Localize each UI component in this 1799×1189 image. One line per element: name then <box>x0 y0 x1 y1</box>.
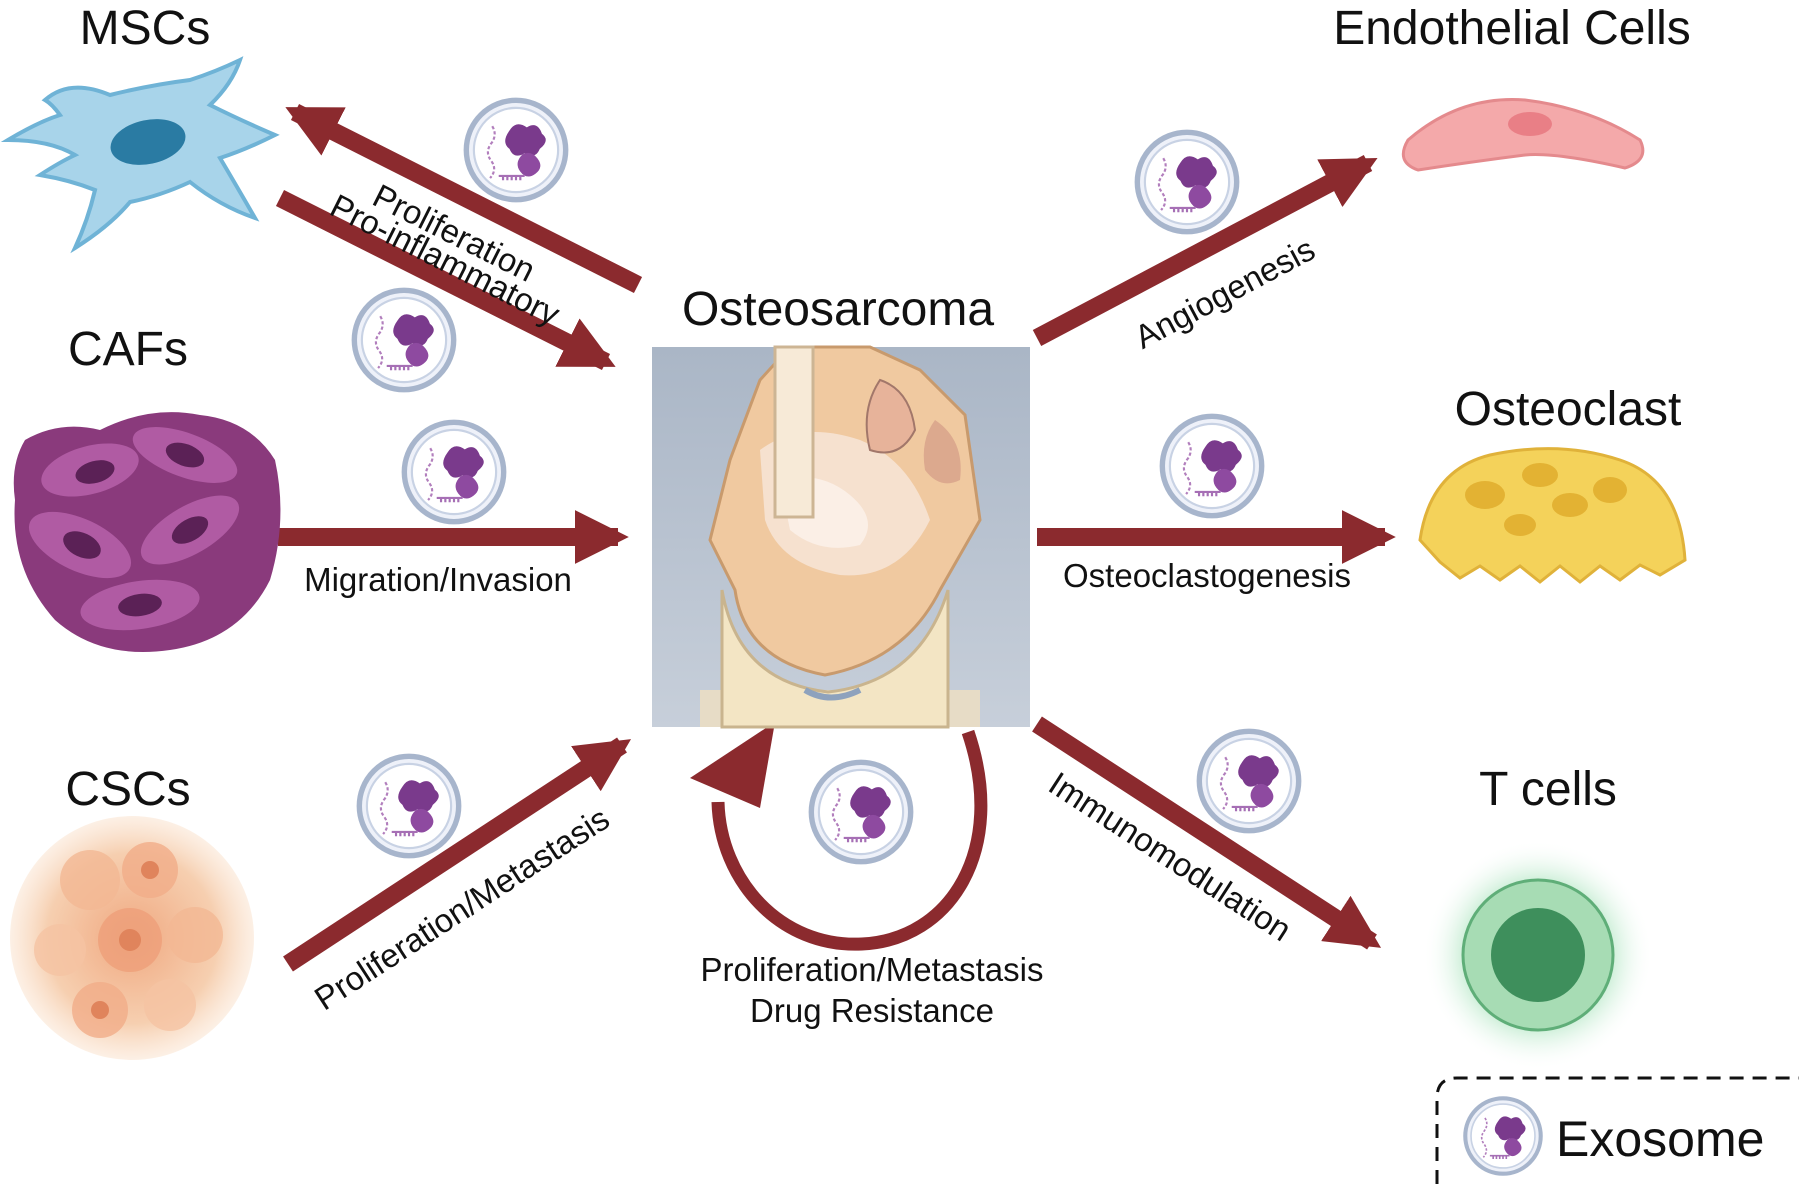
exosome-icon <box>811 762 910 861</box>
arrow-osteosarcoma-to-tcells <box>1032 716 1382 950</box>
csc-effect-label: Proliferation/Metastasis <box>308 799 616 1017</box>
arrows <box>275 103 1396 972</box>
cscs-cell <box>10 816 254 1060</box>
exosome-icon <box>359 756 458 855</box>
legend: Exosome <box>1435 1076 1799 1184</box>
self-effect-label-2: Drug Resistance <box>750 992 994 1029</box>
legend-label: Exosome <box>1556 1111 1764 1167</box>
arrow-cscs-to-osteosarcoma <box>283 737 632 972</box>
exosome-icon <box>1199 731 1298 830</box>
tcells-label: T cells <box>1479 763 1617 816</box>
arrow-self-loop <box>711 729 988 951</box>
exosome-icon <box>466 100 565 199</box>
arrow-self-loop-head <box>690 722 775 808</box>
arrow-osteosarcoma-to-mscs <box>285 103 643 294</box>
osteosarcoma-title: Osteosarcoma <box>682 283 994 336</box>
exosome-icon <box>1162 416 1261 515</box>
osteoclast-cell <box>1418 447 1687 584</box>
exosome-icon <box>1465 1098 1540 1173</box>
endothelial-cell <box>1401 98 1645 172</box>
arrow-mscs-to-osteosarcoma <box>275 189 616 371</box>
endothelial-label: Endothelial Cells <box>1333 2 1691 55</box>
osteosarcoma-image <box>652 345 1030 729</box>
osteoclastogenesis-label: Osteoclastogenesis <box>1063 557 1351 594</box>
msc-cell <box>0 56 280 254</box>
cafs-cell <box>13 412 281 652</box>
exosome-icon <box>404 422 503 521</box>
mscs-label: MSCs <box>80 2 211 55</box>
arrow-osteosarcoma-to-endothelial <box>1032 155 1378 346</box>
exosome-icon <box>1137 132 1236 231</box>
migration-label: Migration/Invasion <box>304 561 572 598</box>
cafs-label: CAFs <box>68 323 188 376</box>
tcell-cell <box>1423 840 1653 1070</box>
osteoclast-label: Osteoclast <box>1455 383 1682 436</box>
exosome-icon <box>354 290 453 389</box>
cscs-label: CSCs <box>65 763 190 816</box>
self-effect-label-1: Proliferation/Metastasis <box>701 951 1044 988</box>
